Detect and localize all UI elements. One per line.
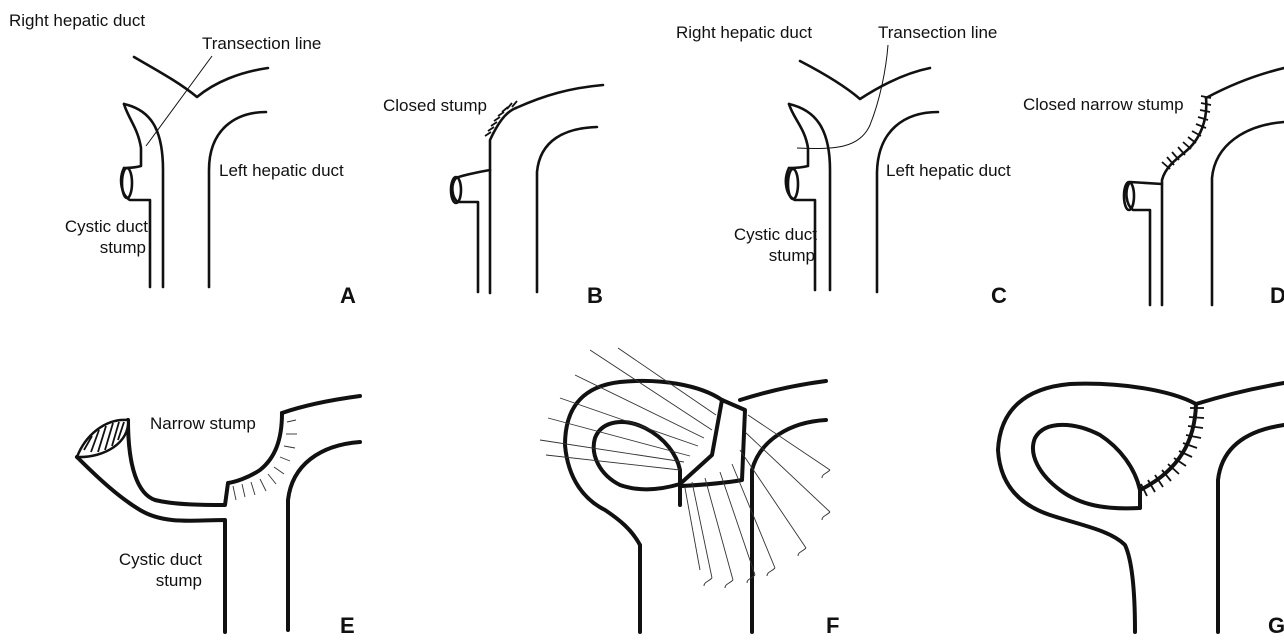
label-right-hepatic-duct-a: Right hepatic duct (9, 11, 145, 30)
label-closed-narrow-stump: Closed narrow stump (1023, 95, 1184, 114)
label-narrow-stump: Narrow stump (150, 414, 256, 433)
left-duct-wall-g (1218, 425, 1284, 632)
right-duct-wall-b (490, 108, 516, 293)
label-transection-line-a: Transection line (202, 34, 321, 53)
cystic-wall-e (77, 457, 225, 632)
panel-letter-c: C (991, 283, 1007, 308)
panel-letter-f: F (826, 613, 839, 638)
panel-a: Right hepatic duct Transection line Left… (9, 11, 356, 308)
hepatic-upper-g (1196, 383, 1284, 404)
cystic-wall-b (452, 170, 490, 292)
label-cystic-duct-c-line2: stump (769, 246, 815, 265)
label-cystic-duct-a-line1: Cystic duct (65, 217, 148, 236)
cystic-opening-c (788, 169, 798, 199)
panel-letter-e: E (340, 613, 355, 638)
right-duct-wall-d (1162, 98, 1206, 305)
panel-d: Closed narrow stump D (1023, 68, 1284, 308)
inner-loop-wall-g (1033, 425, 1140, 509)
inner-loop-wall-f (594, 422, 680, 505)
stump-wall-c (789, 104, 808, 168)
hepatic-upper-d (1206, 68, 1284, 98)
left-duct-wall-c (877, 112, 938, 292)
left-duct-wall-e (288, 442, 360, 630)
hepatic-confluence-upper-c (800, 61, 930, 99)
transection-line-c (797, 45, 888, 149)
panel-e: Narrow stump Cystic duct stump (77, 396, 360, 638)
panel-letter-g: G (1268, 613, 1284, 638)
cystic-opening-a (122, 168, 132, 198)
label-transection-line-c: Transection line (878, 23, 997, 42)
label-left-hepatic-duct-a: Left hepatic duct (219, 161, 344, 180)
panel-letter-a: A (340, 283, 356, 308)
panel-g: G (998, 383, 1284, 638)
left-duct-wall-f (752, 420, 826, 632)
label-cystic-duct-e-line1: Cystic duct (119, 550, 202, 569)
label-right-hepatic-duct-c: Right hepatic duct (676, 23, 812, 42)
left-duct-wall-d (1212, 122, 1284, 305)
outer-loop-wall-f (565, 381, 722, 632)
label-closed-stump: Closed stump (383, 96, 487, 115)
left-duct-wall-b (537, 127, 597, 292)
panel-f: F (540, 348, 839, 638)
left-duct-wall-a (209, 112, 266, 287)
panel-letter-d: D (1270, 283, 1284, 308)
panel-b: Closed stump B (383, 85, 603, 308)
suture-line-b (485, 101, 517, 136)
stump-wall-a (124, 104, 141, 168)
panel-c: Right hepatic duct Transection line Left… (676, 23, 1011, 308)
label-cystic-duct-e-line2: stump (156, 571, 202, 590)
hepatic-confluence-upper-a (134, 57, 268, 97)
hepatic-upper-f (740, 381, 826, 400)
label-left-hepatic-duct-c: Left hepatic duct (886, 161, 1011, 180)
panel-letter-b: B (587, 283, 603, 308)
label-cystic-duct-a-line2: stump (100, 238, 146, 257)
hepatic-upper-b (516, 85, 603, 108)
cystic-wall-d (1126, 182, 1162, 305)
label-cystic-duct-c-line1: Cystic duct (734, 225, 817, 244)
hepatic-upper-e (282, 396, 360, 413)
